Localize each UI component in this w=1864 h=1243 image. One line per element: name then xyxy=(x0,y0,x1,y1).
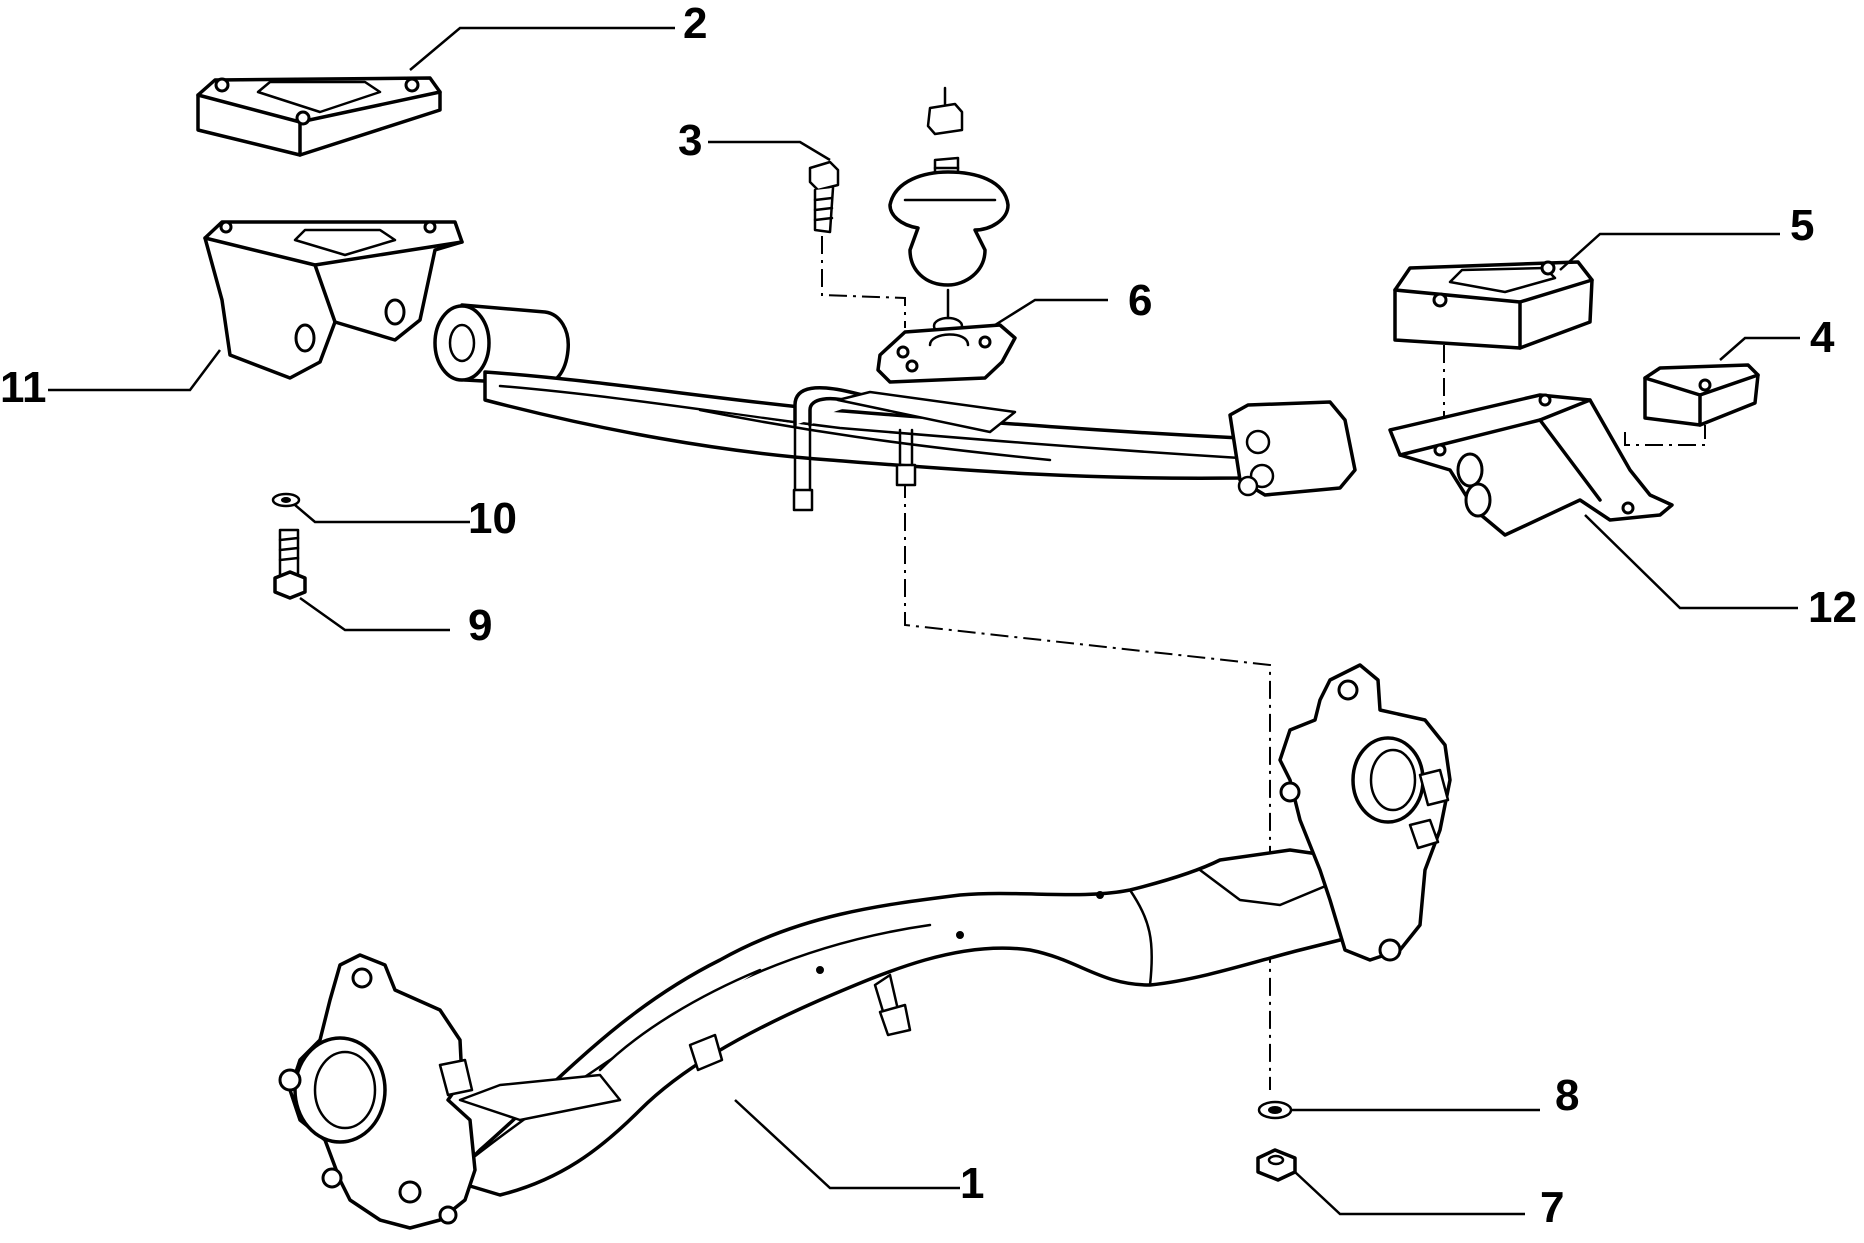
part-1-rear-axle-beam xyxy=(278,663,1452,1230)
bump-stop-rubber xyxy=(888,86,1010,336)
part-2-spacer-plate xyxy=(196,76,442,157)
callout-1: 1 xyxy=(960,1159,984,1208)
callout-10: 10 xyxy=(468,494,517,543)
callout-8: 8 xyxy=(1555,1071,1579,1120)
part-8-washer xyxy=(1257,1100,1293,1120)
callout-4: 4 xyxy=(1810,313,1835,362)
part-4-block xyxy=(1643,363,1760,427)
part-12-rear-bracket xyxy=(1388,393,1674,537)
leaf-spring xyxy=(433,303,1357,497)
callout-12: 12 xyxy=(1808,583,1857,632)
u-bolt-clamp xyxy=(792,386,1017,512)
part-5-rear-spacer xyxy=(1393,260,1594,350)
callout-9: 9 xyxy=(468,601,492,650)
leader-lines xyxy=(48,26,1800,1216)
part-3-bolt xyxy=(808,160,840,234)
callout-5: 5 xyxy=(1790,201,1814,250)
part-10-washer xyxy=(271,492,301,508)
part-7-nut xyxy=(1256,1148,1297,1182)
part-6-spring-seat xyxy=(876,323,1017,384)
callout-3: 3 xyxy=(678,116,702,165)
callout-7: 7 xyxy=(1540,1183,1564,1232)
part-11-left-bracket xyxy=(203,220,464,380)
callout-11: 11 xyxy=(0,363,47,412)
part-9-screw xyxy=(273,528,307,600)
callout-6: 6 xyxy=(1128,276,1152,325)
callout-2: 2 xyxy=(683,0,707,48)
alignment-lines xyxy=(821,236,1706,1090)
